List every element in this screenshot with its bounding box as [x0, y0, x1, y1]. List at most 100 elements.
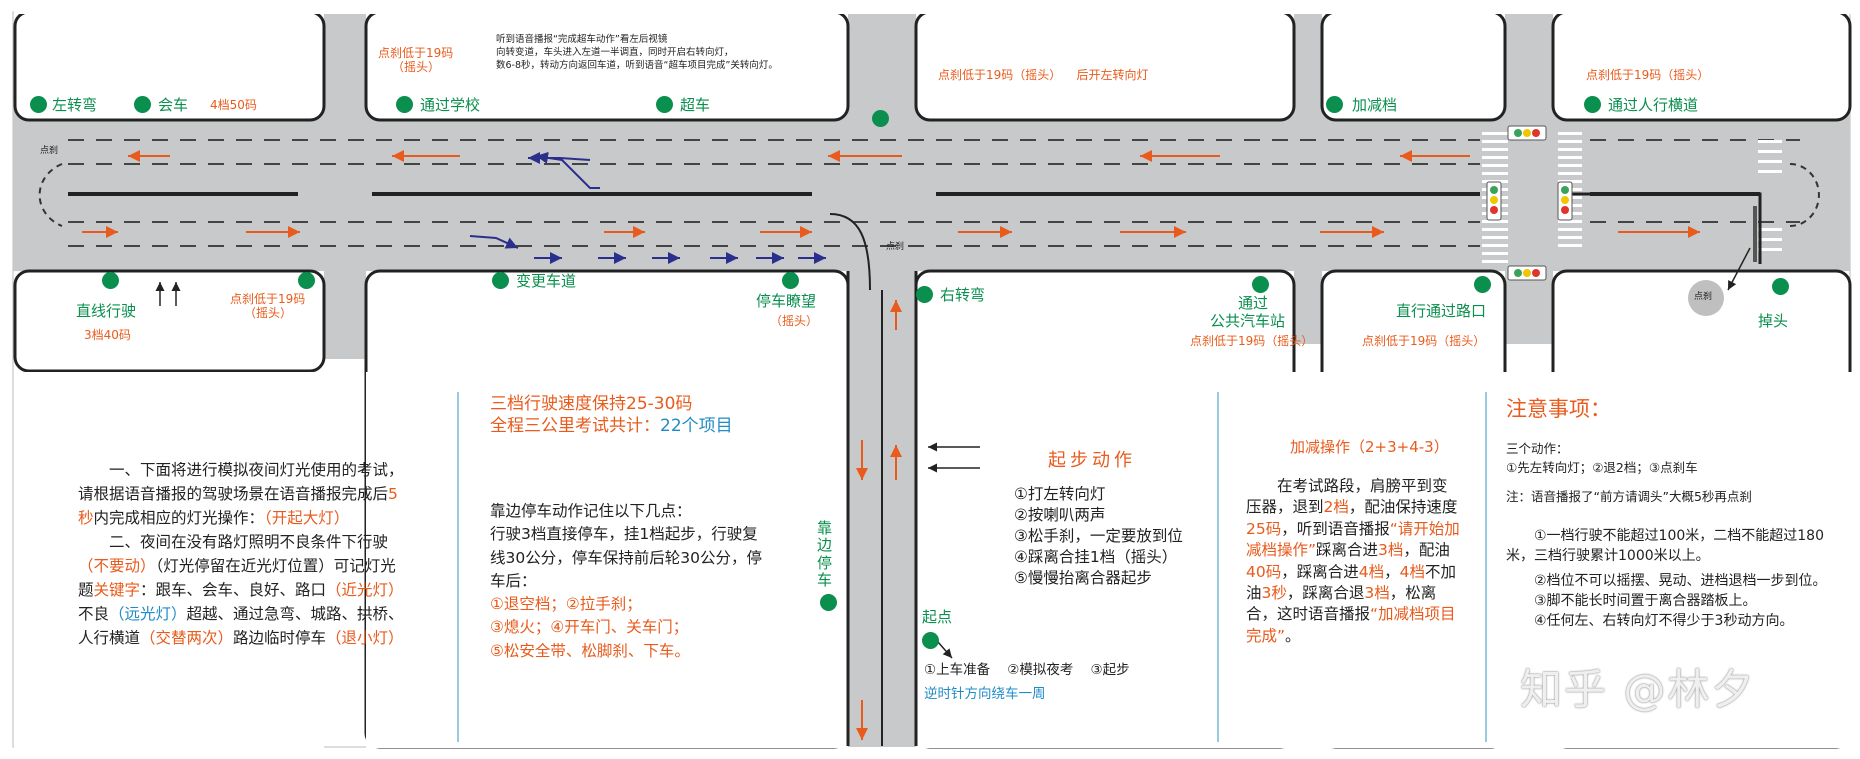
route-dot	[1252, 276, 1269, 293]
route-dot	[916, 286, 933, 303]
notes-actions-list: ①先左转向灯；②退2档；③点刹车	[1506, 459, 1698, 475]
label-brake-b: 点刹低于19码（摇头）	[1586, 68, 1710, 82]
label-left-turn: 左转弯	[52, 96, 98, 114]
brake-point-circle	[1688, 280, 1724, 316]
route-dot	[872, 110, 889, 127]
route-dot	[30, 96, 47, 113]
route-dot	[922, 632, 939, 649]
label-pass-crosswalk: 通过人行横道	[1608, 96, 1699, 114]
notes-item: ②档位不可以摇摆、晃动、进档退档一步到位。	[1534, 572, 1827, 589]
start-action-steps: ①打左转向灯 ②按喇叭两声 ③松手刹，一定要放到位 ④踩离合挂1档（摇头） ⑤慢…	[1014, 484, 1214, 589]
route-dot	[134, 96, 151, 113]
u-turn-path	[38, 163, 63, 227]
label-straight-gear: 3档40码	[84, 328, 131, 342]
label-brake-left-signal: 点刹低于19码（摇头） 后开左转向灯	[938, 68, 1149, 82]
route-dot	[1326, 96, 1343, 113]
road-stub	[324, 12, 366, 108]
route-dot	[396, 96, 413, 113]
black-arrows	[155, 247, 1751, 659]
label-lane-change: 变更车道	[516, 272, 577, 290]
label-shake-c: （摇头）	[770, 314, 819, 328]
label-start-point: 起点	[922, 608, 953, 626]
route-dot	[1772, 278, 1789, 295]
route-dot	[1474, 276, 1491, 293]
notes-title: 注意事项：	[1506, 397, 1611, 421]
notes-list: ①一档行驶不能超过100米，二档不能超过180米，三档行驶累计1000米以上。 …	[1506, 526, 1828, 631]
road-stub	[848, 12, 916, 108]
label-brake-left: 点刹低于19码	[230, 292, 306, 306]
third-gear-speed: 三档行驶速度保持25-30码	[490, 394, 693, 414]
label-brake-bus: 点刹低于19码（摇头）	[1190, 334, 1314, 348]
start-step: ⑤慢慢抬离合器起步	[1014, 568, 1152, 587]
road-stub	[1505, 12, 1553, 108]
pull-over-text: 靠边停车动作记住以下几点： 行驶3档直接停车，挂1档起步，行驶复线30公分，停车…	[490, 500, 762, 663]
overtake-instruction: 听到语音播报“完成超车动作”看左后视镜 向转变道，车头进入左道一半调直，同时开启…	[496, 34, 778, 71]
watermark: 知乎 @林夕	[1520, 665, 1756, 714]
route-dot	[492, 272, 509, 289]
road-stub	[1294, 12, 1322, 108]
gear-op-title: 加减操作（2+3+4-3）	[1290, 438, 1449, 456]
pull-over-intro: 靠边停车动作记住以下几点：	[490, 502, 692, 520]
start-step: ④踩离合挂1档（摇头）	[1014, 547, 1178, 566]
start-step: ②按喇叭两声	[1014, 505, 1106, 524]
route-dot	[782, 272, 799, 289]
label-speed-change: 加减档	[1352, 96, 1398, 114]
route-dot	[1584, 96, 1601, 113]
label-meeting: 会车	[158, 96, 189, 114]
label-dian-sha-left: 点刹	[40, 146, 59, 156]
label-straight-drive: 直线行驶	[76, 302, 137, 320]
route-dot	[102, 272, 119, 289]
notes-item: ①一档行驶不能超过100米，二档不能超过180米，三档行驶累计1000米以上。	[1506, 528, 1824, 565]
u-turn-path-right	[1789, 163, 1820, 227]
left-u-turn-road	[13, 101, 60, 271]
notes-item: ③脚不能长时间置于离合器踏板上。	[1534, 592, 1757, 609]
total-items: 全程三公里考试共计：22个项目	[490, 416, 733, 436]
label-shake-b: （摇头）	[244, 306, 293, 320]
night-p1: 一、下面将进行模拟夜间灯光使用的考试，请根据语音播报的驾驶场景在语音播报完成后5…	[78, 461, 404, 528]
label-dian-sha-mid: 点刹	[886, 242, 905, 252]
label-dian-sha-circle: 点刹	[1694, 292, 1713, 302]
label-meeting-gear: 4档50码	[210, 98, 257, 112]
night-lights-text: 一、下面将进行模拟夜间灯光使用的考试，请根据语音播报的驾驶场景在语音播报完成后5…	[78, 458, 408, 650]
road-stub	[1294, 264, 1322, 344]
label-u-turn: 掉头	[1758, 312, 1789, 330]
label-pass-bus-2: 公共汽车站	[1210, 312, 1286, 330]
start-step: ①打左转向灯	[1014, 485, 1106, 503]
pull-over-body: 行驶3档直接停车，挂1档起步，行驶复线30公分，停车保持前后轮30公分，停车后：	[490, 525, 762, 590]
notes-actions-label: 三个动作：	[1506, 441, 1569, 456]
right-turn-curve	[829, 213, 871, 291]
notes-actions: 三个动作： ①先左转向灯；②退2档；③点刹车 注：语音播报了“前方请调头”大概5…	[1506, 440, 1836, 506]
pull-over-step: ①退空档；②拉手刹；	[490, 595, 642, 613]
label-pass-bus-1: 通过	[1238, 294, 1269, 312]
label-stop-look: 停车瞭望	[756, 292, 817, 310]
start-step: ③松手刹，一定要放到位	[1014, 526, 1183, 545]
right-island-line	[1560, 192, 1762, 264]
label-pass-school: 通过学校	[420, 96, 481, 114]
label-overtake: 超车	[680, 96, 711, 114]
traffic-light-icon	[1486, 125, 1573, 281]
label-brake-a: 点刹低于19码	[378, 46, 454, 60]
night-p2: 二、夜间在没有路灯照明不良条件下行驶（不要动）（灯光停留在近光灯位置）可记灯光题…	[78, 533, 404, 648]
label-brake-intersection: 点刹低于19码（摇头）	[1362, 334, 1486, 348]
label-right-turn: 右转弯	[940, 286, 986, 304]
label-counterclockwise: 逆时针方向绕车一周	[924, 686, 1046, 702]
label-steps: ①上车准备 ②模拟夜考 ③起步	[924, 662, 1130, 678]
notes-remark: 注：语音播报了“前方请调头”大概5秒再点刹	[1506, 488, 1752, 504]
route-dot	[298, 272, 315, 289]
lane-lines	[68, 139, 1800, 247]
pull-over-step: ③熄火；④开车门、关车门；	[490, 618, 689, 637]
blue-arrows	[469, 151, 826, 264]
label-straight-intersection: 直行通过路口	[1396, 302, 1487, 320]
start-action-title: 起步动作	[1048, 450, 1136, 471]
road-stub	[324, 264, 366, 359]
label-pull-over: 靠边停车	[817, 519, 833, 589]
pull-over-step: ⑤松安全带、松脚刹、下车。	[490, 641, 690, 660]
label-shake-a: （摇头）	[392, 60, 441, 74]
route-dot	[656, 96, 673, 113]
gear-op-text: 在考试路段，肩膀平到变压器，退到2档，配油保持速度25码，听到语音播报“请开始加…	[1246, 477, 1460, 645]
notes-item: ④任何左、右转向灯不得少于3秒动方向。	[1534, 613, 1794, 630]
route-dot	[820, 594, 837, 611]
orange-arrows	[82, 150, 1700, 740]
